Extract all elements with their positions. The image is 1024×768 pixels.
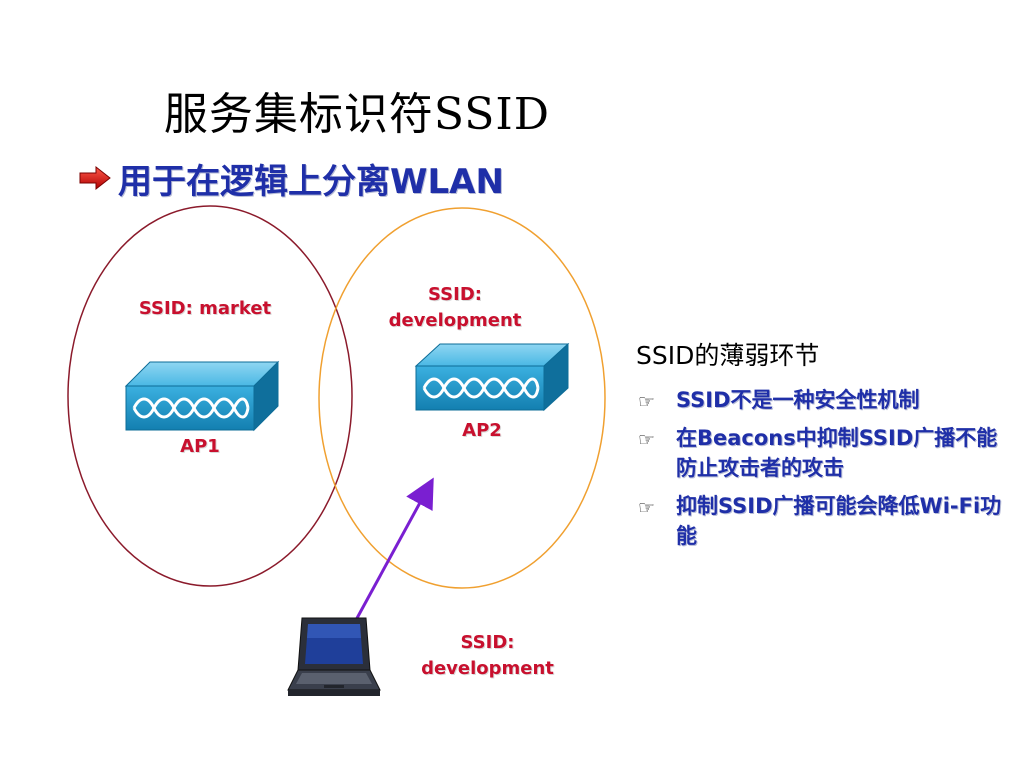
ssid-development-label-top-line1: SSID: [428,284,482,305]
subtitle-row: 用于在逻辑上分离WLAN [78,152,504,204]
slide-title: 服务集标识符SSID [163,89,551,140]
ssid-development-label-top-line2: development [388,310,522,331]
hand-pointing-icon: ☞ [638,391,656,413]
list-item-text: SSID不是一种安全性机制 [676,388,920,412]
ssid-development-label-bottom-line1: SSID: [460,632,515,653]
association-arrow [354,477,434,621]
list-item: ☞ SSID不是一种安全性机制 [636,385,1006,415]
access-point-icon [124,360,280,432]
list-item: ☞ 抑制SSID广播可能会降低Wi-Fi功能 [636,491,1006,551]
hand-pointing-icon: ☞ [638,429,656,451]
weakness-list: ☞ SSID不是一种安全性机制 ☞ 在Beacons中抑制SSID广播不能防止攻… [636,385,1006,559]
access-point-icon [414,342,570,412]
hand-pointing-icon: ☞ [638,497,656,519]
list-item-text: 在Beacons中抑制SSID广播不能防止攻击者的攻击 [676,426,998,480]
red-arrow-icon [79,165,111,191]
list-item: ☞ 在Beacons中抑制SSID广播不能防止攻击者的攻击 [636,423,1006,483]
coverage-circle-development [318,207,606,589]
coverage-circle-market [67,205,353,587]
ssid-development-label-bottom-line2: development [421,658,554,679]
laptop-icon [287,617,381,696]
ssid-development-label-top: SSID: development [370,282,540,334]
subtitle: 用于在逻辑上分离WLAN [118,161,504,202]
ssid-market-label: SSID: market [138,298,272,319]
ap1-label: AP1 [180,436,220,457]
ap2-label: AP2 [462,420,502,441]
ssid-development-label-bottom: SSID: development [400,630,575,682]
list-item-text: 抑制SSID广播可能会降低Wi-Fi功能 [676,494,1002,548]
weakness-title: SSID的薄弱环节 [636,341,820,370]
